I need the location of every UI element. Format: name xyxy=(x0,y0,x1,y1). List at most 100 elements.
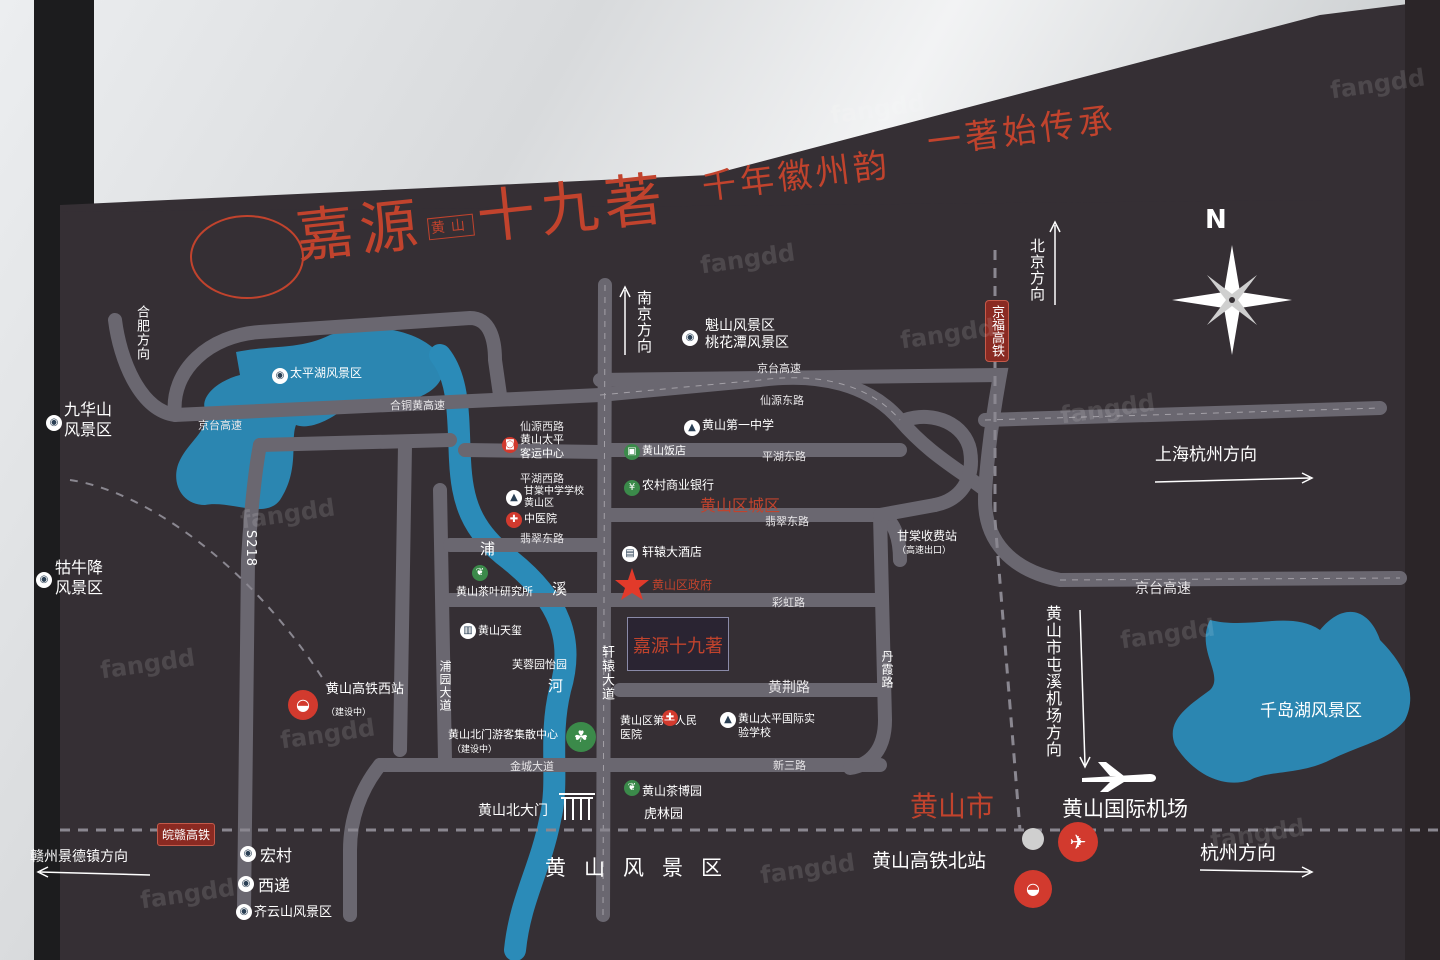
taiping-lake xyxy=(176,327,444,510)
road-jingtai-1: 京台高速 xyxy=(198,419,242,432)
river-xi: 溪 xyxy=(552,580,568,598)
landmark-gantang-toll-sub: （高速出口） xyxy=(897,546,952,556)
school-icon: ▲ xyxy=(684,420,700,436)
bank-icon: ¥ xyxy=(624,480,640,496)
road-danxia: 丹霞路 xyxy=(880,650,894,689)
airplane-icon xyxy=(1082,762,1156,792)
road-huangjing: 黄荆路 xyxy=(768,680,810,696)
tea-icon: ❦ xyxy=(472,565,488,581)
road-xianyuan-west: 仙源西路 xyxy=(520,420,564,433)
camera-icon: ◉ xyxy=(46,415,62,431)
road-s218: S218 xyxy=(243,530,258,568)
direction-hefei: 合肥方向 xyxy=(134,305,149,361)
camera-icon: ◉ xyxy=(36,572,52,588)
brand-sub: 黄山 xyxy=(426,213,475,241)
tea-icon: ❦ xyxy=(624,780,640,796)
landmark-tea-expo: 黄山茶博园 xyxy=(642,784,703,798)
road-xuanyuan: 轩辕大道 xyxy=(599,645,614,701)
train-icon: ◒ xyxy=(288,690,318,720)
landmark-north-station: 黄山高铁北站 xyxy=(872,850,987,872)
board-frame-right xyxy=(1405,0,1440,960)
river-pu: 浦 xyxy=(480,540,496,558)
brand-name: 嘉源 xyxy=(292,190,428,272)
landmark-qiyunshan: 齐云山风景区 xyxy=(254,905,333,920)
landmark-north-gate: 黄山北大门 xyxy=(478,803,548,819)
road-xinsan: 新三路 xyxy=(773,759,806,772)
road-pinghu-west: 平湖西路 xyxy=(520,472,564,485)
camera-icon: ◉ xyxy=(272,368,288,384)
landmark-gantang-school: 甘棠中学学校黄山区 xyxy=(524,486,584,509)
road-puyuan: 浦园大道 xyxy=(438,660,452,712)
direction-hangzhou: 杭州方向 xyxy=(1200,842,1277,864)
landmark-north-gate-sub: （建设中） xyxy=(452,745,498,755)
tourist-center-icon: ☘ xyxy=(566,722,596,752)
landmark-guniujiang: 牯牛降风景区 xyxy=(55,558,104,597)
landmark-bus-station: 黄山太平客运中心 xyxy=(520,433,564,460)
landmark-people-hospital: 黄山区第一人民医院 xyxy=(620,714,697,741)
road-jingtai-3: 京台高速 xyxy=(1135,581,1191,597)
camera-icon: ◉ xyxy=(682,330,698,346)
building-icon: ▥ xyxy=(460,623,476,639)
landmark-tea-institute: 黄山茶叶研究所 xyxy=(456,585,533,598)
road-xianyuan-east: 仙源东路 xyxy=(760,394,804,407)
landmark-hongcun: 宏村 xyxy=(260,846,293,865)
landmark-gantang-toll: 甘棠收费站 xyxy=(897,529,958,543)
rail-wangan-badge: 皖赣高铁 xyxy=(157,823,216,846)
airport-icon: ✈ xyxy=(1058,822,1098,862)
road-pinghu-east: 平湖东路 xyxy=(762,450,806,463)
landmark-west-station-sub: （建设中） xyxy=(326,708,372,718)
landmark-tianxi: 黄山天玺 xyxy=(478,624,522,637)
landmark-qiandaohu: 千岛湖风景区 xyxy=(1260,701,1362,721)
direction-ganzhou: 赣州景德镇方向 xyxy=(30,849,128,865)
rail-jingfu-badge: 京福高铁 xyxy=(985,300,1009,362)
landmark-jiuhuashan: 九华山风景区 xyxy=(64,400,113,439)
direction-shanghai-hangzhou: 上海杭州方向 xyxy=(1155,445,1257,465)
direction-tunxi-airport: 黄山市屯溪机场方向 xyxy=(1043,605,1062,758)
landmark-north-gate-center: 黄山北门游客集散中心 xyxy=(448,728,558,741)
direction-nanjing: 南京方向 xyxy=(635,290,653,354)
hospital-icon: ✚ xyxy=(662,710,678,726)
puxi-river xyxy=(429,344,577,960)
landmark-school-no1: 黄山第一中学 xyxy=(702,418,775,432)
compass-north-label: N xyxy=(1205,205,1227,235)
landmark-intl-school: 黄山太平国际实验学校 xyxy=(738,712,815,739)
landmark-scenic-area: 黄山风景区 xyxy=(545,856,740,880)
camera-icon: ◉ xyxy=(238,876,254,892)
landmark-west-station: 黄山高铁西站 xyxy=(326,682,405,697)
hotel-icon: ▤ xyxy=(622,546,638,562)
river-he: 河 xyxy=(548,677,564,695)
camera-icon: ◉ xyxy=(240,846,256,862)
landmark-xidi: 西递 xyxy=(258,876,291,895)
station-dot-icon xyxy=(1022,828,1044,850)
school-icon: ▲ xyxy=(506,490,522,506)
brand-logo xyxy=(190,215,304,299)
landmark-tcm-hospital: 中医院 xyxy=(524,512,557,525)
landmark-furong: 芙蓉园怡园 xyxy=(512,658,567,671)
landmark-xuanzhen-hotel: 轩辕大酒店 xyxy=(642,545,703,559)
landmark-airport: 黄山国际机场 xyxy=(1062,797,1188,821)
landmark-kuishan: 魁山风景区 xyxy=(705,318,775,334)
road-hetonghuang: 合铜黄高速 xyxy=(390,399,445,412)
road-caihong: 彩虹路 xyxy=(772,596,805,609)
train-icon: ◒ xyxy=(1014,870,1052,908)
school-icon: ▲ xyxy=(720,712,736,728)
hotel-icon: ▣ xyxy=(624,444,640,460)
qiandaohu-lake xyxy=(1172,611,1411,783)
landmark-city: 黄山市 xyxy=(910,790,995,823)
archway-icon xyxy=(559,793,595,820)
road-jincheng: 金城大道 xyxy=(510,760,554,773)
direction-beijing: 北京方向 xyxy=(1028,238,1046,302)
hospital-icon: ✚ xyxy=(506,512,522,528)
landmark-taipinghu: 太平湖风景区 xyxy=(290,366,363,380)
landmark-hotel-huangshan: 黄山饭店 xyxy=(642,444,686,457)
government-star-icon xyxy=(615,568,649,600)
road-jingtai-2: 京台高速 xyxy=(757,362,801,375)
landmark-district-gov: 黄山区政府 xyxy=(652,578,713,592)
compass-icon xyxy=(1172,245,1292,355)
landmark-district-core: 黄山区城区 xyxy=(700,496,781,515)
road-feicui-west: 翡翠东路 xyxy=(520,532,564,545)
road-feicui-east: 翡翠东路 xyxy=(765,515,809,528)
camera-icon: ◉ xyxy=(236,904,252,920)
bus-station-icon: ◙ xyxy=(502,437,518,453)
